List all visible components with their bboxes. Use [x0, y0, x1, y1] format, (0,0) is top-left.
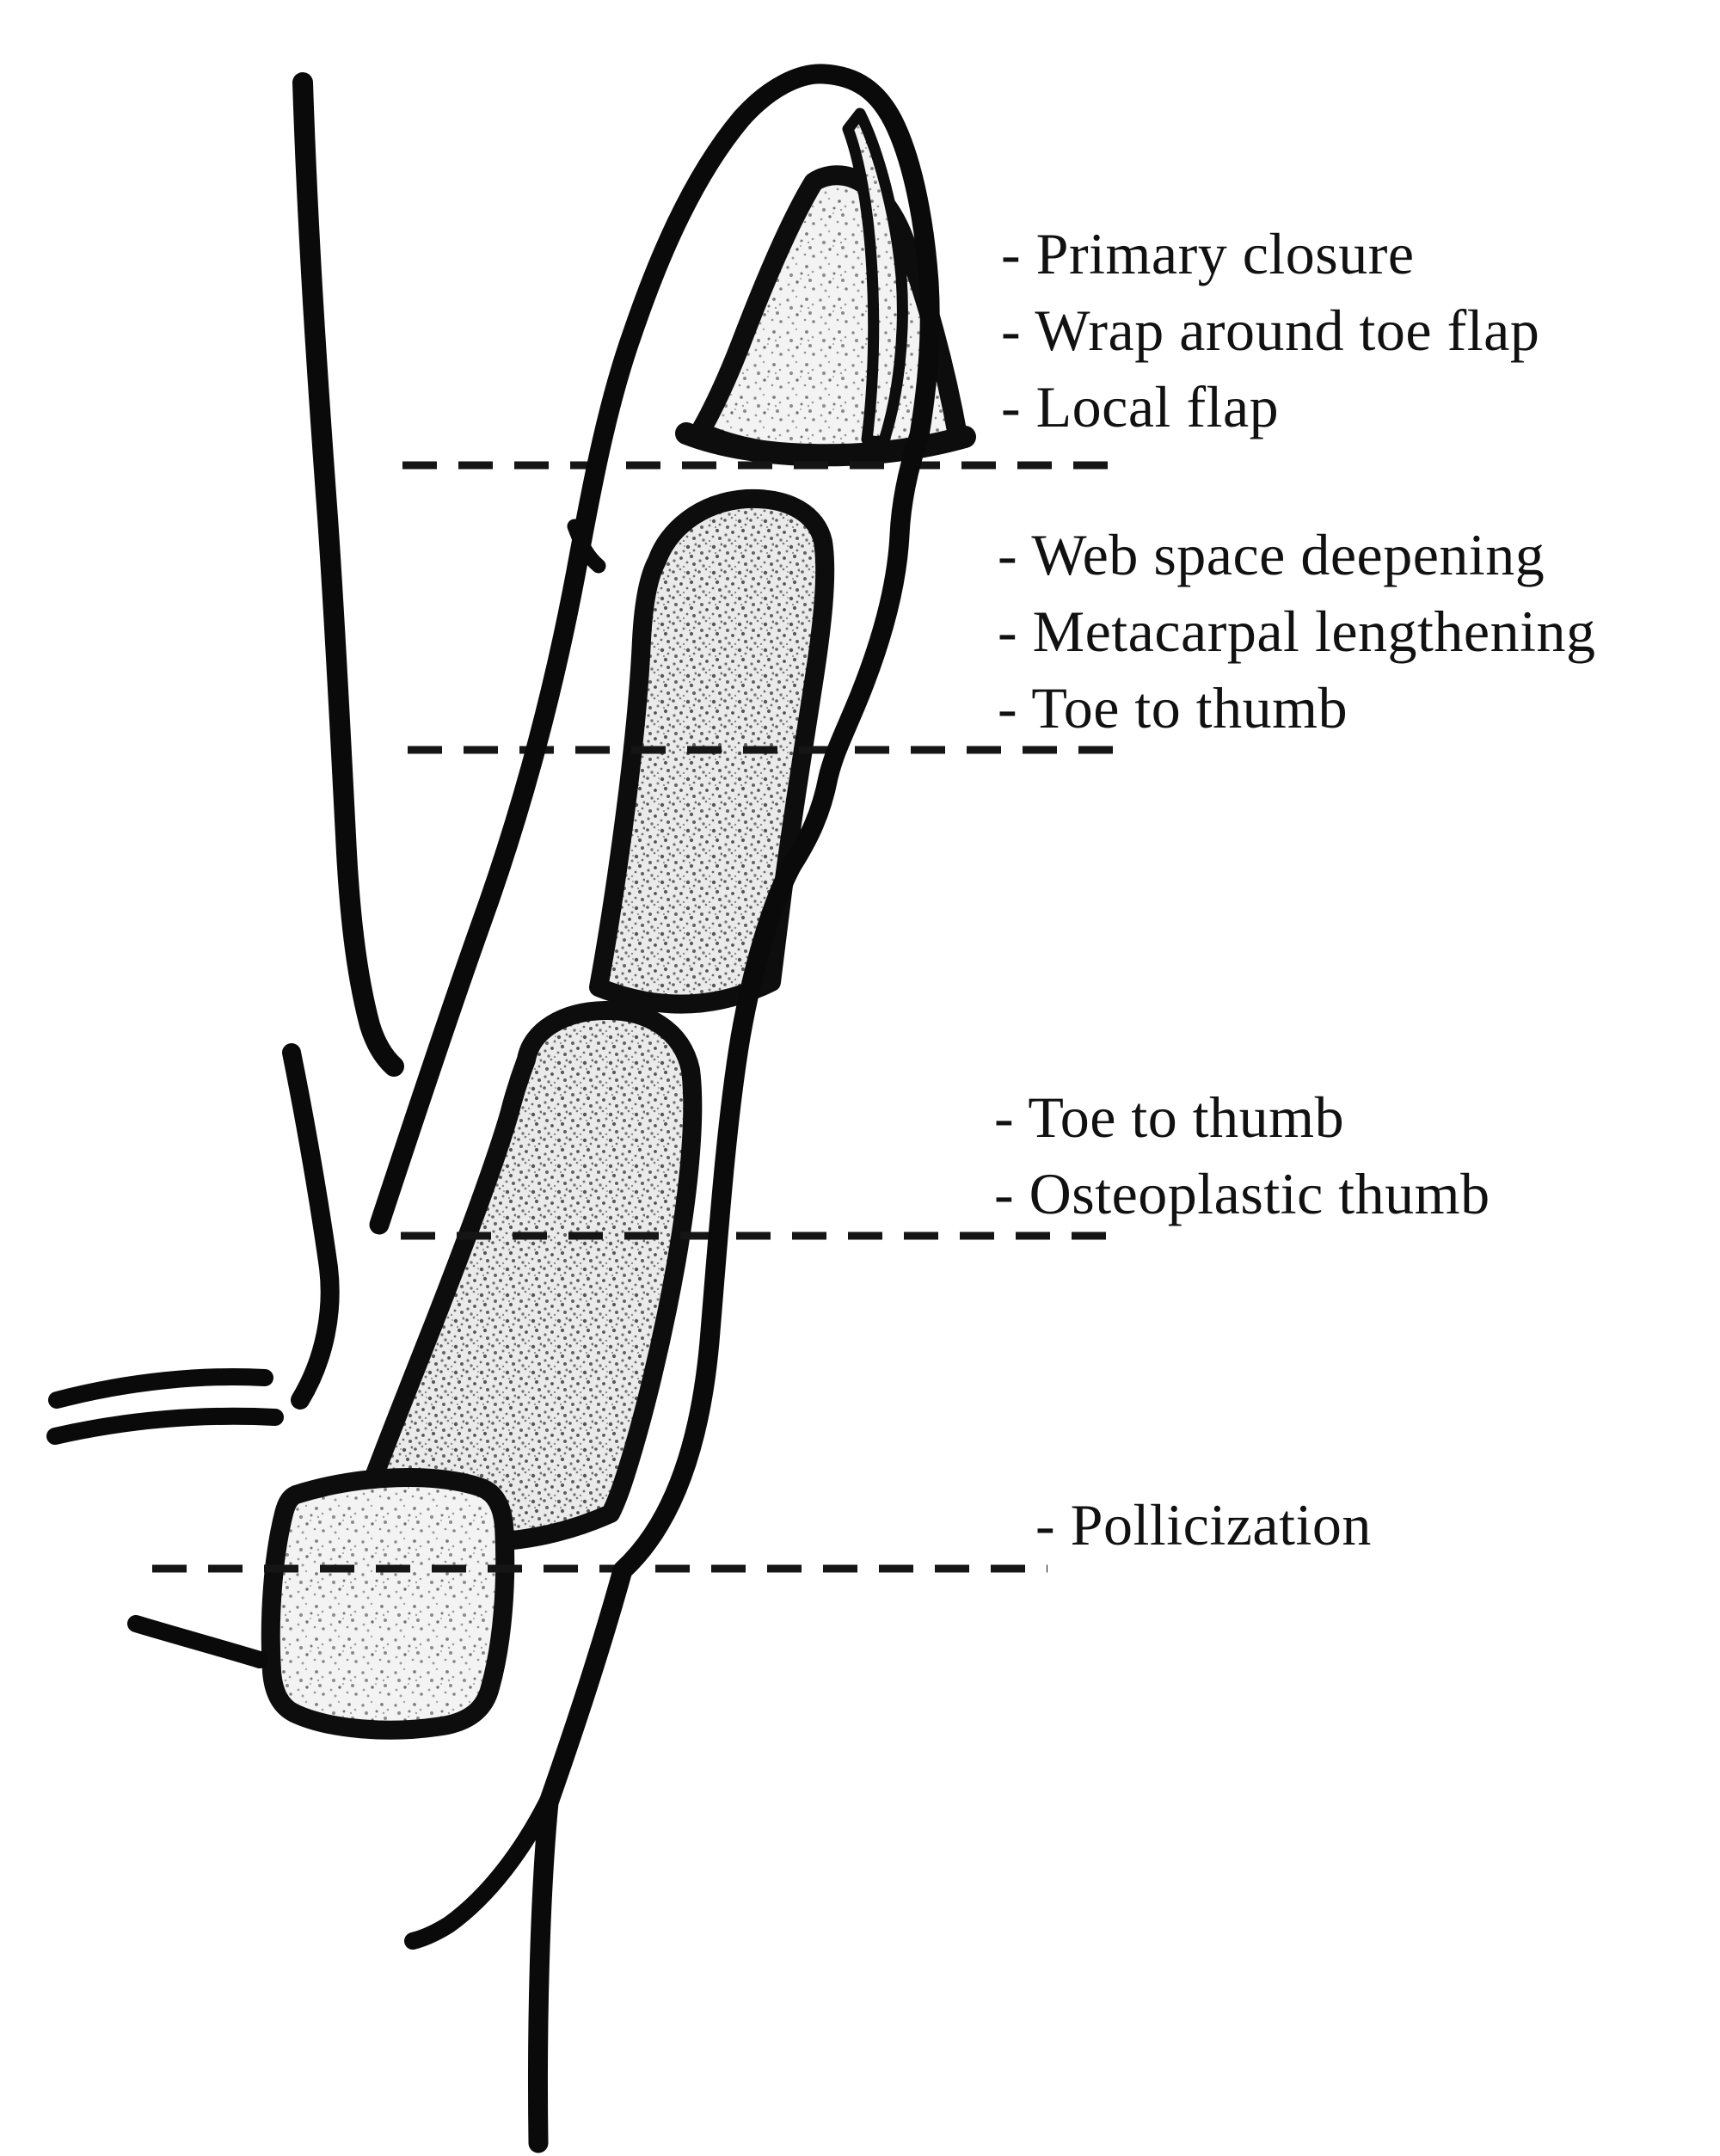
thumb-base-fork-line [404, 1785, 560, 1950]
wrist-crease-line-lower [46, 1407, 284, 1445]
thumb-outline [369, 64, 940, 2153]
treatment-label: - Metacarpal lengthening [998, 599, 1596, 664]
treatment-label: - Local flap [1001, 374, 1280, 439]
level-1-labels: - Primary closure - Wrap around toe flap… [1001, 216, 1539, 445]
trapezium-bone [261, 1468, 515, 1740]
wrist-crease-line-upper [48, 1368, 273, 1409]
treatment-label: - Web space deepening [998, 522, 1545, 587]
forearm-outline [292, 72, 404, 1077]
thenar-outline [282, 1043, 340, 1410]
treatment-label: - Wrap around toe flap [1001, 298, 1540, 363]
treatment-label: - Osteoplastic thumb [994, 1161, 1490, 1226]
level-4-labels: - Pollicization [1035, 1487, 1372, 1563]
metacarpal-bone [348, 1000, 703, 1552]
treatment-label: - Toe to thumb [998, 675, 1348, 740]
ip-crease-line [567, 519, 606, 574]
treatment-label: - Pollicization [1035, 1492, 1372, 1557]
wrist-base-line [127, 1615, 268, 1668]
treatment-label: - Primary closure [1001, 221, 1415, 286]
distal-phalanx-base-rim [675, 422, 976, 467]
level-2-labels: - Web space deepening - Metacarpal lengt… [998, 517, 1596, 746]
nail [842, 107, 908, 447]
level-3-labels: - Toe to thumb - Osteoplastic thumb [994, 1079, 1490, 1232]
treatment-label: - Toe to thumb [994, 1084, 1345, 1150]
